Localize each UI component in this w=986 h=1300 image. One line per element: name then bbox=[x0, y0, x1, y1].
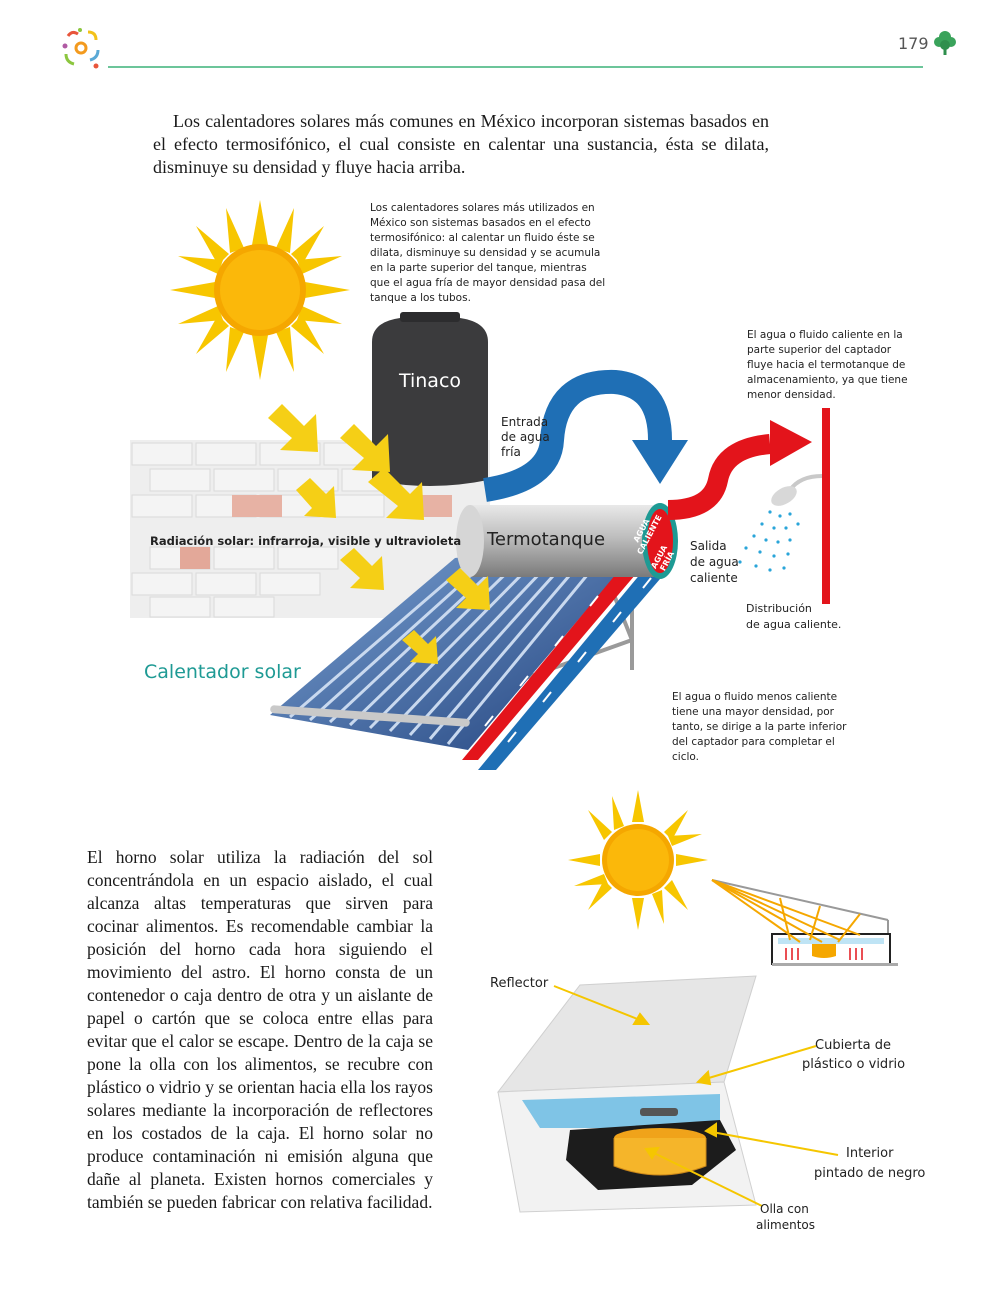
caption-bottom: El agua o fluido menos caliente tiene un… bbox=[672, 691, 847, 763]
inlet-label-line3: fría bbox=[501, 445, 521, 459]
interior-label-line2: pintado de negro bbox=[814, 1166, 925, 1181]
solar-heater-illustration: Tinaco Entrada de agua fría bbox=[130, 200, 841, 770]
large-solar-oven bbox=[496, 975, 757, 1213]
distribution-pipe bbox=[822, 408, 830, 604]
interior-label-line1: Interior bbox=[846, 1146, 894, 1161]
intro-paragraph: Los calentadores solares más comunes en … bbox=[153, 111, 769, 177]
distribution-label-line1: Distribución bbox=[746, 602, 812, 615]
sunlight-arrows bbox=[268, 404, 490, 664]
cold-water-inlet-arrow bbox=[482, 369, 688, 502]
oven-pointers bbox=[553, 985, 839, 1207]
page-number: 179 bbox=[898, 34, 929, 53]
tinaco-label: Tinaco bbox=[398, 370, 461, 392]
termotanque: Termotanque bbox=[456, 503, 678, 579]
inlet-label-line1: Entrada bbox=[501, 415, 548, 429]
radiation-label: Radiación solar: infrarroja, visible y u… bbox=[150, 534, 461, 548]
pot-label-line2: alimentos bbox=[756, 1218, 815, 1232]
cover-label-line1: Cubierta de bbox=[815, 1038, 891, 1053]
caption-top: Los calentadores solares más utilizados … bbox=[370, 202, 606, 304]
header-rule bbox=[108, 66, 923, 68]
outlet-label-line2: de agua bbox=[690, 555, 739, 569]
shower-icon bbox=[738, 474, 823, 572]
solar-collector-panel bbox=[270, 535, 672, 770]
hot-water-outlet-arrow bbox=[667, 420, 812, 520]
termotanque-label: Termotanque bbox=[486, 529, 605, 550]
reflector-label: Reflector bbox=[490, 976, 549, 991]
oven-paragraph: El horno solar utiliza la radiación del … bbox=[87, 847, 433, 1212]
solar-oven-illustration: Reflector Cubierta de plástico o vidrio … bbox=[490, 790, 925, 1232]
sun-icon bbox=[170, 200, 350, 380]
small-sun-icon bbox=[568, 790, 708, 930]
tree-icon bbox=[934, 31, 956, 55]
small-oven-diagram bbox=[711, 879, 898, 966]
inlet-label-line2: de agua bbox=[501, 430, 550, 444]
caption-right: El agua o fluido caliente en la parte su… bbox=[747, 329, 908, 401]
cover-label-line2: plástico o vidrio bbox=[802, 1057, 905, 1072]
book-logo-icon bbox=[62, 28, 100, 69]
tinaco-tank: Tinaco bbox=[372, 312, 488, 486]
heater-title: Calentador solar bbox=[144, 661, 301, 683]
outlet-label-line1: Salida bbox=[690, 539, 727, 553]
pot-label-line1: Olla con bbox=[760, 1202, 809, 1216]
distribution-label-line2: de agua caliente. bbox=[746, 618, 841, 631]
outlet-label-line3: caliente bbox=[690, 571, 738, 585]
